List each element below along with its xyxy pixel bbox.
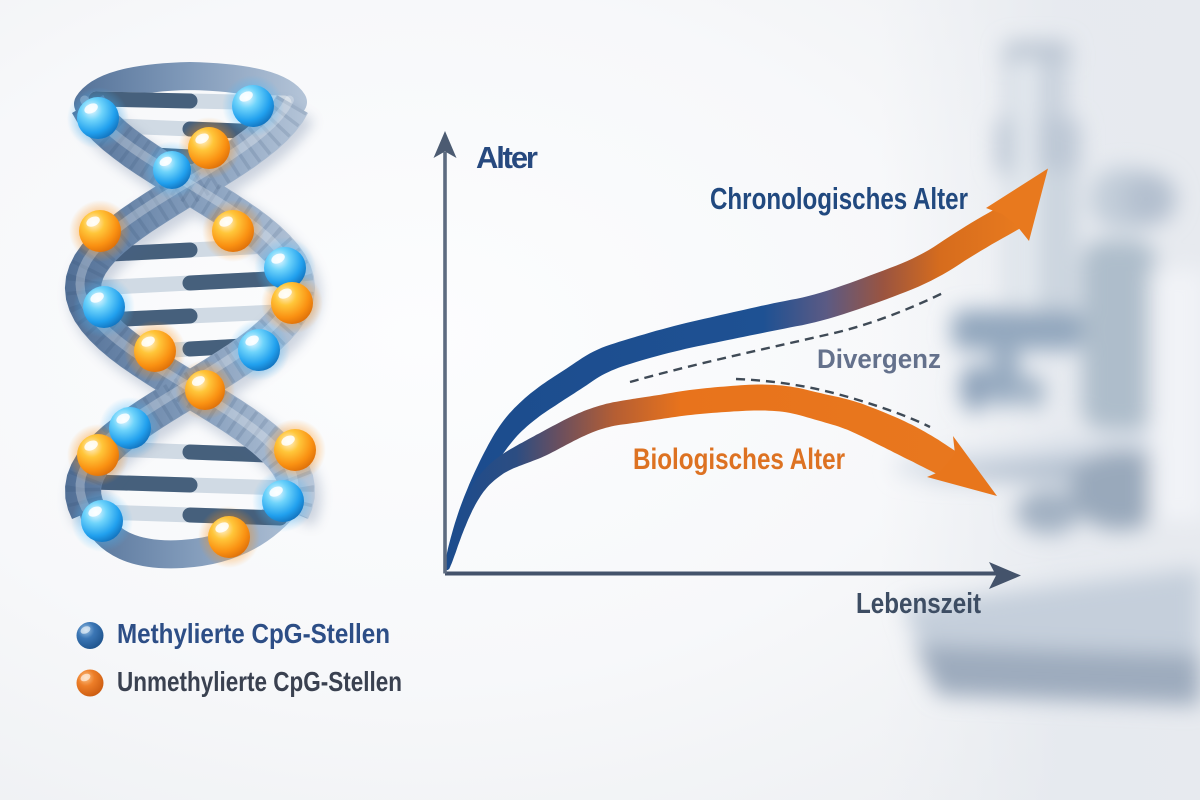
svg-text:Chronologisches Alter: Chronologisches Alter bbox=[710, 181, 968, 216]
svg-text:Biologisches Alter: Biologisches Alter bbox=[633, 443, 845, 476]
svg-text:Methylierte CpG-Stellen: Methylierte CpG-Stellen bbox=[117, 618, 390, 649]
svg-text:Unmethylierte CpG-Stellen: Unmethylierte CpG-Stellen bbox=[117, 666, 402, 697]
svg-text:Divergenz: Divergenz bbox=[817, 344, 941, 374]
svg-text:Alter: Alter bbox=[476, 140, 538, 175]
svg-text:Lebenszeit: Lebenszeit bbox=[856, 588, 981, 620]
